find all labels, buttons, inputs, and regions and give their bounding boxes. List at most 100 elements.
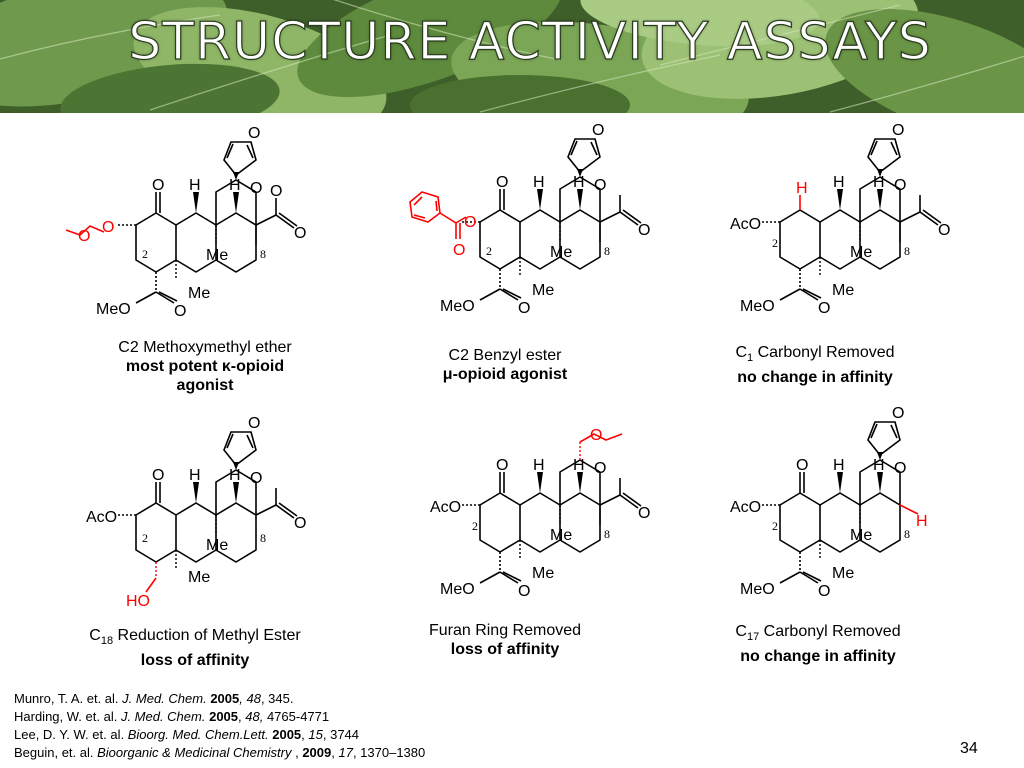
atom-label-h: H xyxy=(573,174,585,191)
atom-label-me: Me xyxy=(850,244,872,261)
atom-label-h: H xyxy=(229,177,241,194)
atom-label-ho: HO xyxy=(126,593,150,610)
atom-label-o: O xyxy=(590,427,602,444)
atom-label-o: O xyxy=(892,405,904,422)
caption-description: C2 Methoxymethyl ether xyxy=(118,339,292,356)
molecule-5-furan-removed: O AcO O H H O O Me Me MeO O 2 8 xyxy=(430,427,650,600)
atom-label-me: Me xyxy=(850,527,872,544)
reference-item: Beguin, et. al. Bioorganic & Medicinal C… xyxy=(14,745,426,760)
atom-label-o: O xyxy=(453,242,465,259)
atom-label-o: O xyxy=(796,457,808,474)
atom-label-aco: AcO xyxy=(430,499,461,516)
caption-result: loss of affinity xyxy=(140,652,250,670)
molecule-3-c1-carbonyl-removed: H AcO H H O O O Me Me MeO O 2 8 xyxy=(730,122,950,317)
atom-label-me: Me xyxy=(832,282,854,299)
molecule-4-c18-reduction: HO AcO O H H O O O Me Me 2 8 xyxy=(86,415,306,610)
caption-compound-1: C2 Methoxymethyl ether most potent κ-opi… xyxy=(60,338,350,395)
atom-label-h: H xyxy=(833,174,845,191)
atom-label-o: O xyxy=(102,219,114,236)
atom-label-h: H xyxy=(796,180,808,197)
atom-label-h: H xyxy=(229,467,241,484)
atom-label-o: O xyxy=(152,467,164,484)
atom-label-meo: MeO xyxy=(740,581,775,598)
page-number: 34 xyxy=(960,740,978,757)
position-number-2: 2 xyxy=(772,519,778,533)
atom-label-o: O xyxy=(518,300,530,317)
position-number-2: 2 xyxy=(142,531,148,545)
atom-label-o: O xyxy=(592,122,604,139)
atom-label-o: O xyxy=(174,303,186,320)
caption-compound-6: C17 Carbonyl Removed no change in affini… xyxy=(683,622,953,666)
position-number-8: 8 xyxy=(904,527,910,541)
position-number-2: 2 xyxy=(472,519,478,533)
atom-label-o: O xyxy=(250,470,262,487)
reference-item: Lee, D. Y. W. et. al. Bioorg. Med. Chem.… xyxy=(14,727,360,742)
caption-compound-2: C2 Benzyl ester μ-opioid agonist xyxy=(375,346,635,384)
molecule-2-benzyl-ester: O O O H H O O O Me Me MeO O 2 8 xyxy=(409,122,650,317)
atom-label-o: O xyxy=(594,460,606,477)
atom-label-meo: MeO xyxy=(440,581,475,598)
caption-compound-3: C1 Carbonyl Removed no change in affinit… xyxy=(680,343,950,387)
caption-result: loss of affinity xyxy=(450,641,560,658)
atom-label-o: O xyxy=(152,177,164,194)
atom-label-o: O xyxy=(294,515,306,532)
atom-label-me: Me xyxy=(188,569,210,586)
caption-description: Furan Ring Removed xyxy=(428,622,582,639)
atom-label-o: O xyxy=(464,214,476,231)
atom-label-me: Me xyxy=(550,527,572,544)
caption-result-continued: agonist xyxy=(176,377,234,394)
caption-compound-4: C18 Reduction of Methyl Ester loss of af… xyxy=(50,626,340,670)
caption-result: no change in affinity xyxy=(737,369,893,387)
atom-label-h: H xyxy=(573,457,585,474)
atom-label-meo: MeO xyxy=(440,298,475,315)
leaf-background-image xyxy=(0,0,1024,113)
atom-label-o: O xyxy=(638,222,650,239)
atom-label-o: O xyxy=(818,583,830,600)
atom-label-me: Me xyxy=(532,282,554,299)
position-number-2: 2 xyxy=(142,247,148,261)
caption-description: C18 Reduction of Methyl Ester xyxy=(89,627,301,648)
atom-label-h: H xyxy=(916,513,928,530)
atom-label-o: O xyxy=(294,225,306,242)
molecule-1-methoxymethyl-ether: O O O H H O O O O Me Me MeO O 2 8 xyxy=(65,125,306,320)
caption-result: most potent κ-opioid xyxy=(125,358,285,375)
atom-label-h: H xyxy=(533,457,545,474)
caption-description: C17 Carbonyl Removed xyxy=(735,623,901,644)
atom-label-o: O xyxy=(248,415,260,432)
atom-label-o: O xyxy=(818,300,830,317)
position-number-2: 2 xyxy=(486,244,492,258)
atom-label-o: O xyxy=(248,125,260,142)
atom-label-o: O xyxy=(638,505,650,522)
atom-label-meo: MeO xyxy=(96,301,131,318)
atom-label-me: Me xyxy=(188,285,210,302)
atom-label-o: O xyxy=(938,222,950,239)
atom-label-o: O xyxy=(496,174,508,191)
atom-label-me: Me xyxy=(832,565,854,582)
atom-label-aco: AcO xyxy=(730,499,761,516)
position-number-8: 8 xyxy=(604,527,610,541)
atom-label-h: H xyxy=(189,467,201,484)
atom-label-aco: AcO xyxy=(730,216,761,233)
atom-label-o: O xyxy=(594,177,606,194)
atom-label-o: O xyxy=(892,122,904,139)
atom-label-o: O xyxy=(894,460,906,477)
atom-label-o: O xyxy=(496,457,508,474)
atom-label-h: H xyxy=(873,174,885,191)
reference-item: Munro, T. A. et. al. J. Med. Chem. 2005,… xyxy=(14,691,294,706)
caption-result: μ-opioid agonist xyxy=(442,366,568,383)
atom-label-o: O xyxy=(518,583,530,600)
atom-label-meo: MeO xyxy=(740,298,775,315)
position-number-8: 8 xyxy=(260,247,266,261)
caption-description: C1 Carbonyl Removed xyxy=(735,344,895,365)
leaf-banner: STRUCTURE ACTIVITY ASSAYS xyxy=(0,0,1024,113)
references: Munro, T. A. et. al. J. Med. Chem. 2005,… xyxy=(14,690,425,762)
atom-label-h: H xyxy=(873,457,885,474)
position-number-8: 8 xyxy=(260,531,266,545)
molecule-6-c17-carbonyl-removed: H AcO O H H O O Me Me MeO O 2 8 xyxy=(730,405,928,600)
caption-result: no change in affinity xyxy=(740,648,896,666)
position-number-8: 8 xyxy=(604,244,610,258)
caption-compound-5: Furan Ring Removed loss of affinity xyxy=(375,621,635,659)
atom-label-me: Me xyxy=(550,244,572,261)
atom-label-o: O xyxy=(78,228,90,245)
atom-label-me: Me xyxy=(532,565,554,582)
